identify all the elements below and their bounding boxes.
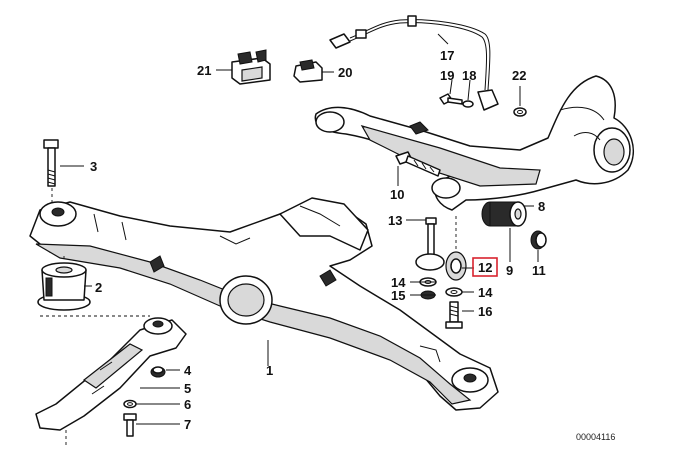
callout-6[interactable]: 6: [184, 397, 191, 412]
callout-9[interactable]: 9: [506, 263, 513, 278]
part-12-rubber-mount[interactable]: [415, 216, 467, 281]
callout-16[interactable]: 16: [478, 304, 492, 319]
part-20-bracket[interactable]: [293, 59, 323, 83]
callout-19[interactable]: 19: [440, 68, 454, 83]
callout-13[interactable]: 13: [388, 213, 402, 228]
callout-2[interactable]: 2: [95, 280, 102, 295]
part-8-trailing-arm[interactable]: [314, 75, 635, 211]
part-17-sensor-cable[interactable]: [329, 15, 491, 91]
part-2-rubber-mount[interactable]: [37, 256, 91, 311]
part-19-bolt[interactable]: [439, 93, 463, 105]
callout-10[interactable]: 10: [390, 187, 404, 202]
callout-12[interactable]: 12: [478, 260, 492, 275]
callout-4[interactable]: 4: [184, 363, 192, 378]
part-14-washer-lower[interactable]: [445, 287, 463, 297]
callout-5[interactable]: 5: [184, 381, 191, 396]
part-16-bolt[interactable]: [445, 301, 463, 329]
callout-18[interactable]: 18: [462, 68, 476, 83]
diagram-number: 00004116: [576, 432, 615, 442]
callout-3[interactable]: 3: [90, 159, 97, 174]
part-1-axle-carrier[interactable]: [29, 197, 499, 411]
part-17-abs-sensor[interactable]: [477, 89, 499, 111]
callout-7[interactable]: 7: [184, 417, 191, 432]
part-22-washer[interactable]: [513, 107, 527, 117]
part-5-support-bracket[interactable]: [35, 315, 187, 446]
callout-21[interactable]: 21: [197, 63, 211, 78]
callout-17[interactable]: 17: [440, 48, 454, 63]
callout-12-highlight-box: [472, 257, 498, 277]
part-3-bolt[interactable]: [43, 139, 59, 204]
callout-14-lower[interactable]: 14: [478, 285, 493, 300]
callout-20[interactable]: 20: [338, 65, 352, 80]
callout-11[interactable]: 11: [532, 263, 546, 278]
part-13-link-bolt[interactable]: [425, 217, 437, 259]
callout-8[interactable]: 8: [538, 199, 545, 214]
callout-15[interactable]: 15: [391, 288, 405, 303]
part-6-washer[interactable]: [123, 399, 137, 409]
part-21-mount-block[interactable]: [231, 49, 271, 85]
callout-22[interactable]: 22: [512, 68, 526, 83]
callout-1[interactable]: 1: [266, 363, 273, 378]
callout-labels: 1 2 3 4 5 6 7 8 9 10 11 12 13 14 14 15 1…: [90, 48, 546, 432]
part-10-bolt[interactable]: [395, 151, 441, 177]
part-11-nut[interactable]: [530, 230, 547, 250]
part-18-spacer[interactable]: [462, 100, 474, 108]
part-9-bushing[interactable]: [481, 201, 527, 227]
callout-14-upper[interactable]: 14: [391, 275, 406, 290]
part-7-bolt[interactable]: [123, 413, 137, 437]
part-4-nut[interactable]: [150, 366, 166, 378]
